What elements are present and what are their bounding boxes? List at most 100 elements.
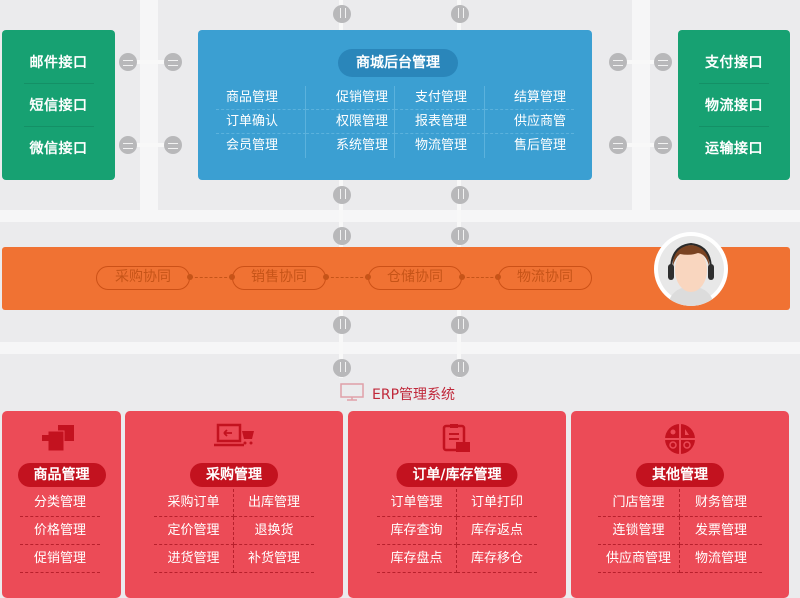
mall-item[interactable]: 物流管理 [395,134,485,158]
left-interfaces-panel: 邮件接口 短信接口 微信接口 [2,30,115,180]
mall-backend-grid: 商品管理 促销管理 支付管理 结算管理 订单确认 权限管理 报表管理 供应商管 … [216,86,574,158]
module-item[interactable]: 出库管理 [234,489,314,517]
connector-knob [119,136,137,154]
module-item[interactable]: 库存查询 [377,517,457,545]
module-item[interactable]: 订单打印 [457,489,537,517]
erp-module-other: 其他管理 门店管理 财务管理 连锁管理 发票管理 供应商管理 物流管理 [571,411,789,598]
left-vertical-band [140,0,158,210]
connector-knob [333,186,351,204]
module-item[interactable]: 进货管理 [154,545,234,573]
module-item[interactable]: 连锁管理 [598,517,680,545]
erp-module-order-inventory: 订单/库存管理 订单管理 订单打印 库存查询 库存返点 库存盘点 库存移仓 [348,411,566,598]
interface-logistics[interactable]: 物流接口 [699,83,769,126]
lower-horizontal-band [0,342,800,354]
module-list: 采购订单 出库管理 定价管理 退换货 进货管理 补货管理 [154,489,314,573]
module-list: 订单管理 订单打印 库存查询 库存返点 库存盘点 库存移仓 [377,489,537,573]
wire [339,310,343,378]
wire [457,180,461,247]
collab-purchase[interactable]: 采购协同 [96,266,190,290]
wire [457,310,461,378]
connector-knob [654,53,672,71]
connector-knob [451,316,469,334]
module-item[interactable]: 价格管理 [20,517,100,545]
module-item[interactable]: 供应商管理 [598,545,680,573]
mall-item[interactable]: 促销管理 [305,86,395,110]
module-item[interactable]: 财务管理 [680,489,762,517]
module-title: 其他管理 [636,463,724,487]
interface-sms[interactable]: 短信接口 [23,83,94,126]
connector-knob [333,227,351,245]
connector-knob [654,136,672,154]
erp-label: ERP管理系统 [340,383,455,405]
module-item[interactable]: 库存移仓 [457,545,537,573]
laptop-cart-icon [212,423,256,453]
module-item[interactable]: 门店管理 [598,489,680,517]
pie-quadrant-icon [664,423,696,459]
connector-knob [164,53,182,71]
module-item[interactable]: 订单管理 [377,489,457,517]
mall-item[interactable]: 供应商管 [484,110,574,134]
connector-knob [333,316,351,334]
connector-knob [119,53,137,71]
mall-item[interactable]: 结算管理 [484,86,574,110]
module-item[interactable]: 库存返点 [457,517,537,545]
module-item[interactable]: 物流管理 [680,545,762,573]
collab-connector [459,274,501,280]
module-list: 分类管理 价格管理 促销管理 [20,489,100,573]
module-item[interactable]: 定价管理 [154,517,234,545]
mall-item[interactable]: 订单确认 [216,110,306,134]
interface-email[interactable]: 邮件接口 [29,55,88,71]
customer-service-avatar-icon[interactable] [654,232,728,306]
collab-connector [187,274,235,280]
wire [618,60,663,64]
mall-item[interactable]: 会员管理 [216,134,306,158]
right-interfaces-panel: 支付接口 物流接口 运输接口 [678,30,790,180]
module-item[interactable]: 发票管理 [680,517,762,545]
mall-backend-panel: 商城后台管理 商品管理 促销管理 支付管理 结算管理 订单确认 权限管理 报表管… [198,30,592,180]
module-item[interactable]: 分类管理 [20,489,100,517]
mall-item[interactable]: 报表管理 [395,110,485,134]
mall-backend-title: 商城后台管理 [338,49,458,77]
monitor-icon [340,383,364,405]
collab-logistics[interactable]: 物流协同 [498,266,592,290]
right-vertical-band [632,0,650,210]
mall-item[interactable]: 商品管理 [216,86,306,110]
connector-knob [333,359,351,377]
wire [339,180,343,247]
wire [130,60,175,64]
module-list: 门店管理 财务管理 连锁管理 发票管理 供应商管理 物流管理 [598,489,762,573]
clipboard-icon [442,423,472,457]
module-item[interactable]: 退换货 [234,517,314,545]
module-item[interactable]: 促销管理 [20,545,100,573]
module-item[interactable]: 补货管理 [234,545,314,573]
module-item[interactable]: 库存盘点 [377,545,457,573]
connector-knob [451,186,469,204]
collab-sales[interactable]: 销售协同 [232,266,326,290]
collab-warehouse[interactable]: 仓储协同 [368,266,462,290]
connector-knob [451,359,469,377]
erp-title: ERP管理系统 [372,387,456,403]
connector-knob [451,5,469,23]
interface-transport[interactable]: 运输接口 [699,126,769,169]
upper-horizontal-band [0,210,800,222]
module-title: 订单/库存管理 [396,463,518,487]
mall-item[interactable]: 权限管理 [305,110,395,134]
interface-wechat[interactable]: 微信接口 [23,126,94,169]
module-title: 商品管理 [17,463,106,487]
module-title: 采购管理 [190,463,278,487]
module-item[interactable]: 采购订单 [154,489,234,517]
wire [130,143,175,147]
wire [618,143,663,147]
connector-knob [333,5,351,23]
mall-item[interactable]: 系统管理 [306,134,395,158]
erp-module-purchase: 采购管理 采购订单 出库管理 定价管理 退换货 进货管理 补货管理 [125,411,343,598]
mall-item[interactable]: 售后管理 [513,138,566,153]
boxes-icon [41,423,82,457]
collab-connector [323,274,371,280]
connector-knob [609,136,627,154]
connector-knob [609,53,627,71]
interface-payment[interactable]: 支付接口 [705,55,763,71]
erp-module-goods: 商品管理 分类管理 价格管理 促销管理 [2,411,121,598]
mall-item[interactable]: 支付管理 [395,86,485,110]
connector-knob [451,227,469,245]
